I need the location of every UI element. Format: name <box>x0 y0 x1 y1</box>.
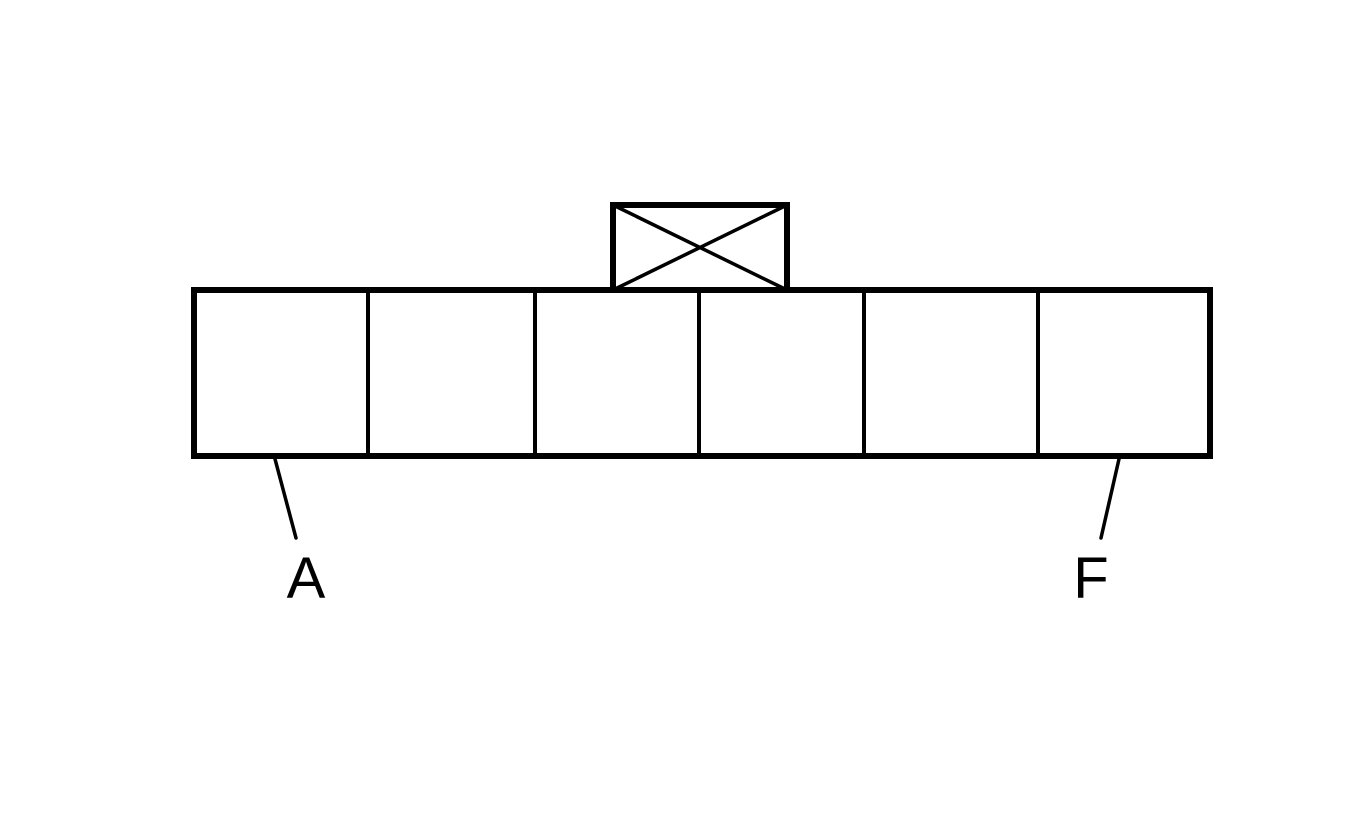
pin-label-a: A <box>287 546 326 611</box>
pin-callouts <box>273 457 1121 540</box>
leader-line-pin-f <box>1099 457 1121 540</box>
locking-tab-cross-line <box>612 203 788 292</box>
connector-housing <box>191 287 1213 459</box>
locking-tab-frame <box>610 202 790 293</box>
leader-line-pin-a <box>273 457 298 540</box>
locking-tab <box>610 202 790 293</box>
pin-label-f: F <box>1073 546 1108 611</box>
connector-body <box>191 287 1213 459</box>
